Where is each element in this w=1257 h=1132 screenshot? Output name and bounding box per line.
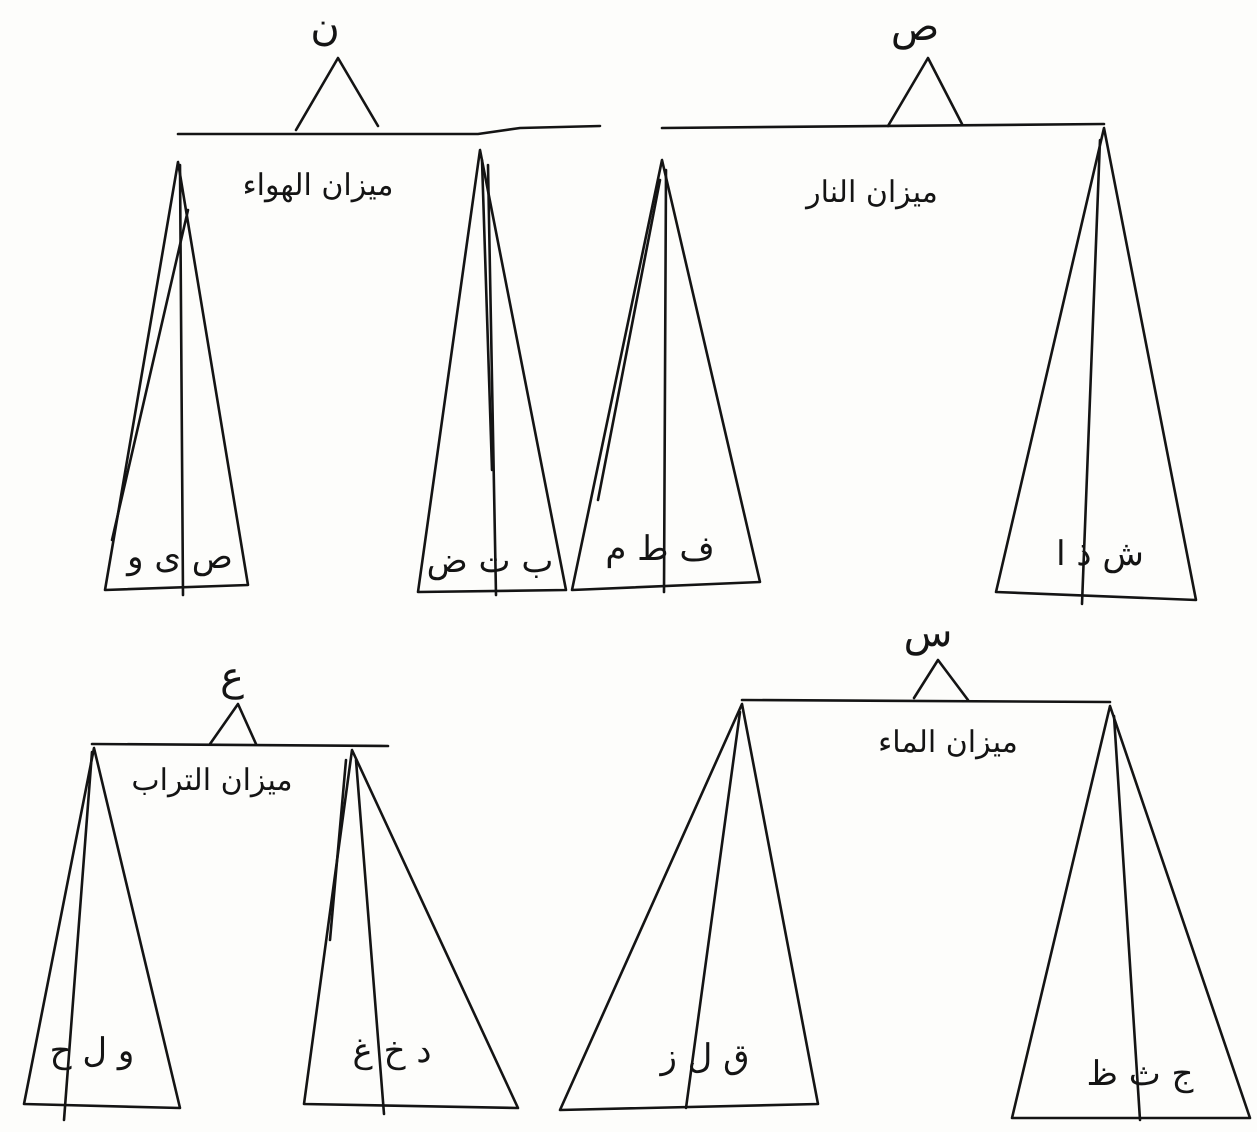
balance-water-right-pan bbox=[1010, 704, 1252, 1120]
balance-water-right-pan-cord bbox=[1112, 714, 1142, 1122]
balance-earth-title: ميزان التراب bbox=[131, 763, 292, 798]
balance-air-right-pan-cord-2 bbox=[480, 158, 494, 472]
balance-water: س ميزان الماء ق ل ز ج ث ظ bbox=[558, 610, 1252, 1122]
balance-air-right-pan-cord bbox=[486, 163, 498, 597]
balance-fire-left-pan-cord-2 bbox=[596, 178, 662, 502]
balance-earth-top-letter: ع bbox=[220, 654, 244, 700]
balance-air-beam bbox=[176, 124, 602, 136]
balance-air-title: ميزان الهواء bbox=[243, 168, 394, 203]
balance-earth-right-pan-letters: د خ غ bbox=[353, 1031, 432, 1071]
balance-fire-right-pan-cord bbox=[1080, 138, 1102, 606]
balance-air-right-pan-letters: ب ت ض bbox=[427, 541, 554, 581]
balance-water-left-pan-cord bbox=[684, 710, 742, 1110]
balance-fire-right-pan-letters: ش ذ ا bbox=[1056, 534, 1144, 574]
balance-water-left-pan-letters: ق ل ز bbox=[658, 1037, 749, 1077]
balance-fire-left-pan-cord bbox=[662, 168, 668, 594]
balance-water-left-pan bbox=[558, 702, 820, 1112]
balance-fire-beam bbox=[660, 122, 1106, 130]
balance-air-left-pan bbox=[103, 160, 250, 592]
balance-earth-right-pan-cord-2 bbox=[328, 758, 348, 942]
balance-earth-right-pan bbox=[302, 748, 520, 1110]
balance-fire: ص ميزان النار ف ط م ش ذ ا bbox=[570, 4, 1198, 606]
balance-fire-left-pan-letters: ف ط م bbox=[605, 529, 714, 569]
balance-earth-left-pan bbox=[22, 746, 182, 1110]
balance-water-top-letter: س bbox=[904, 610, 953, 656]
balance-water-title: ميزان الماء bbox=[878, 725, 1018, 760]
balance-air: ن ميزان الهواء ص ى و ب ت ض bbox=[103, 4, 602, 597]
balance-water-beam bbox=[740, 698, 1112, 704]
balance-fire-left-pan bbox=[570, 158, 762, 592]
balance-air-left-pan-cord bbox=[178, 163, 185, 597]
balance-fire-title: ميزان النار bbox=[804, 175, 938, 210]
balance-fire-right-pan bbox=[994, 126, 1198, 602]
balance-earth-beam bbox=[90, 742, 390, 748]
balance-water-handle bbox=[912, 658, 970, 702]
balance-air-handle bbox=[294, 56, 380, 132]
balance-earth-left-pan-letters: و ل ح bbox=[50, 1031, 135, 1071]
balance-earth: ع ميزان التراب و ل ح د خ غ bbox=[22, 654, 520, 1122]
balance-air-left-pan-letters: ص ى و bbox=[125, 537, 233, 577]
balance-earth-left-pan-cord bbox=[62, 750, 94, 1122]
balance-air-top-letter: ن bbox=[310, 4, 339, 50]
balance-fire-top-letter: ص bbox=[891, 4, 939, 50]
balance-air-left-pan-cord-2 bbox=[110, 208, 190, 542]
balance-fire-handle bbox=[886, 56, 964, 128]
balance-water-right-pan-letters: ج ث ظ bbox=[1086, 1054, 1193, 1094]
balance-air-right-pan bbox=[416, 148, 568, 594]
balance-earth-right-pan-cord bbox=[354, 758, 386, 1116]
balance-earth-handle bbox=[208, 702, 258, 746]
